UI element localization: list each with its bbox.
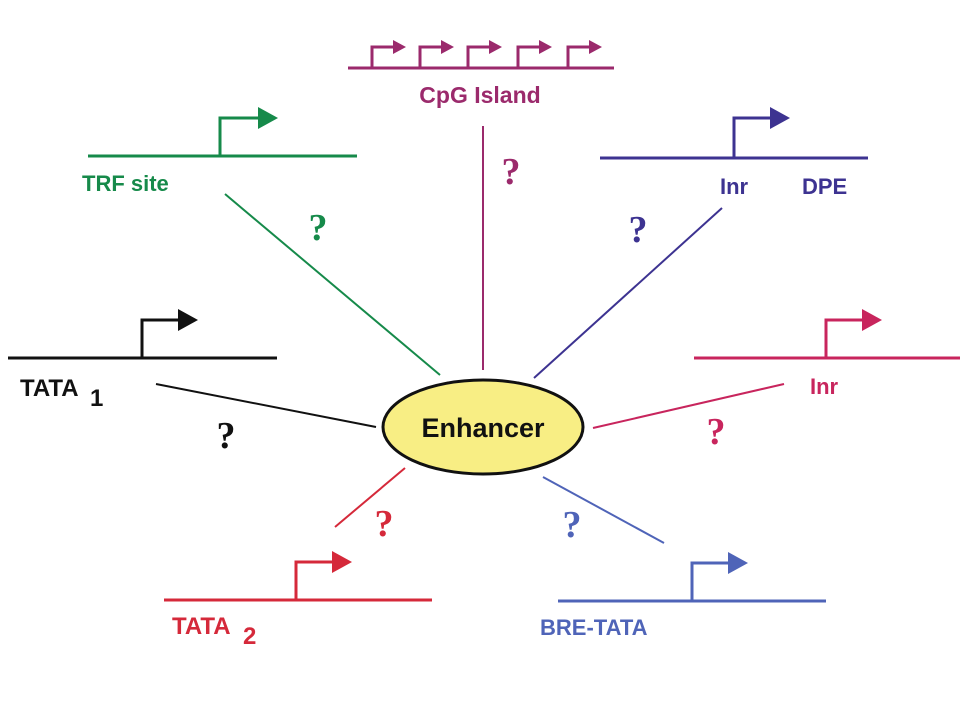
question-mark-inr-dpe: ? xyxy=(629,209,648,251)
label-tata1: TATA xyxy=(20,375,79,402)
connector-inr xyxy=(592,383,785,429)
arrow-icon xyxy=(294,560,336,600)
arrow-icon xyxy=(370,45,592,68)
arrowhead-inr xyxy=(862,309,882,331)
label-enhancer: Enhancer xyxy=(421,413,545,443)
arrow-icon xyxy=(690,561,732,601)
label-inr-upper: Inr xyxy=(720,174,749,199)
enhancer: Enhancer xyxy=(381,378,585,476)
question-mark-bre: ? xyxy=(563,504,582,546)
promoter-trf-site: TRF site ? xyxy=(82,107,357,249)
arrowhead-bre xyxy=(728,552,748,574)
arrowhead-tata2 xyxy=(332,551,352,573)
arrow-icon xyxy=(824,318,866,358)
label-dpe: DPE xyxy=(802,174,847,199)
connector-bre xyxy=(542,476,665,544)
label-tata2: TATA xyxy=(172,613,231,640)
label-tata1-subscript: 1 xyxy=(90,385,103,412)
arrow-icon xyxy=(218,116,262,156)
connector-trf xyxy=(224,193,441,376)
arrow-icon xyxy=(140,318,182,358)
arrowheads-cpg xyxy=(393,40,602,54)
arrowhead-inr-dpe xyxy=(770,107,790,129)
promoter-tata1: TATA 1 ? xyxy=(8,309,277,457)
promoter-cpg-island: CpG Island ? xyxy=(348,40,614,193)
label-cpg-island: CpG Island xyxy=(419,82,540,108)
promoter-inr-dpe: Inr DPE ? xyxy=(600,107,868,251)
question-mark-tata2: ? xyxy=(375,503,394,545)
promoter-inr: Inr ? xyxy=(694,309,960,453)
arrow-icon xyxy=(732,116,774,158)
question-mark-trf: ? xyxy=(309,207,328,249)
label-trf-site: TRF site xyxy=(82,171,169,196)
connector-lines xyxy=(155,126,785,544)
question-mark-tata1: ? xyxy=(217,415,236,457)
connector-tata2 xyxy=(334,467,406,528)
enhancer-ellipse xyxy=(381,378,585,476)
arrowhead-tata1 xyxy=(178,309,198,331)
connector-inr-dpe xyxy=(533,207,723,379)
label-inr: Inr xyxy=(810,374,839,399)
promoter-tata2: TATA 2 ? xyxy=(164,503,432,650)
question-mark-inr: ? xyxy=(707,411,726,453)
question-mark-cpg: ? xyxy=(502,151,521,193)
arrowhead-trf xyxy=(258,107,278,129)
label-tata2-subscript: 2 xyxy=(243,623,256,650)
connector-tata1 xyxy=(155,383,377,428)
label-bre-tata: BRE-TATA xyxy=(540,615,648,640)
promoter-bre-tata: BRE-TATA ? xyxy=(540,504,826,640)
